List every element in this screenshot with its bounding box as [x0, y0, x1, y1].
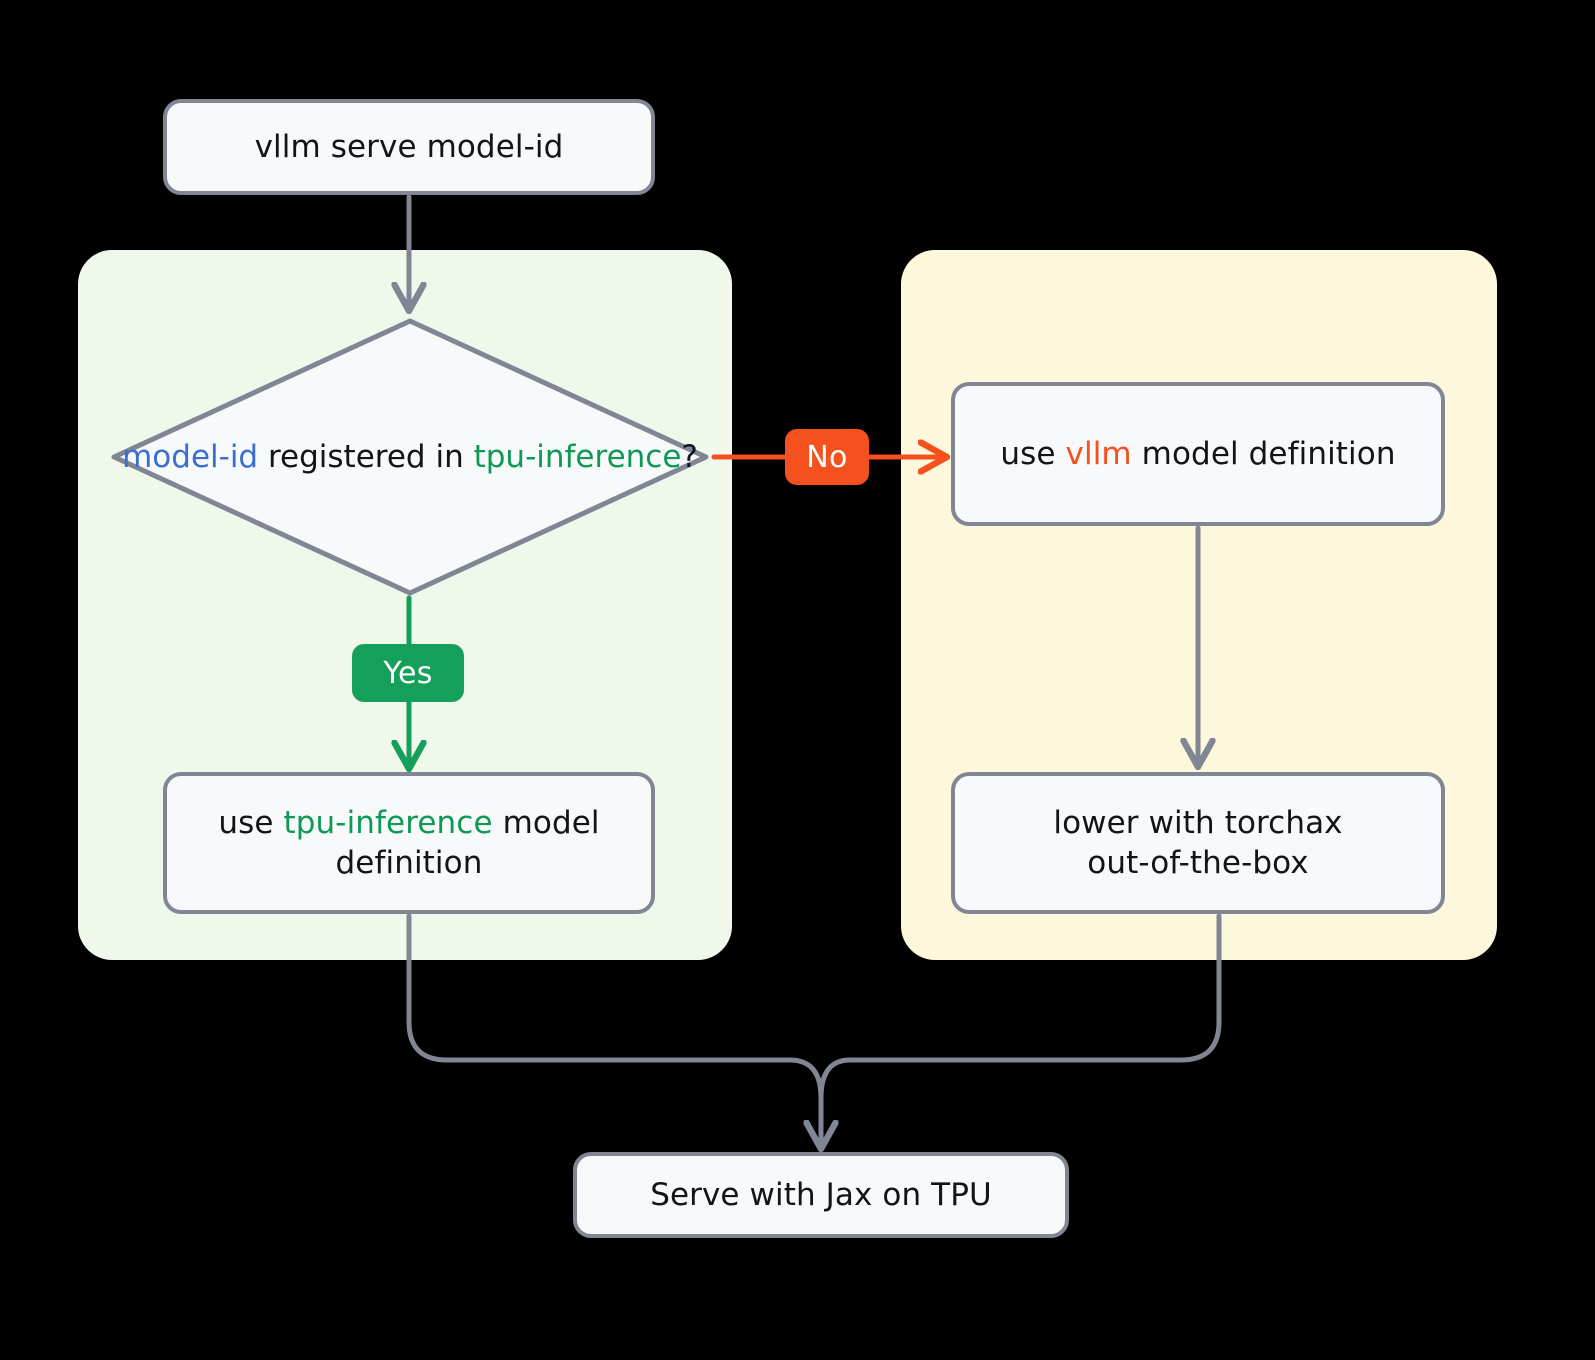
decision-diamond-shape — [111, 318, 709, 596]
edge-label-no-text: No — [806, 439, 848, 475]
node-serve-command-label: vllm serve model-id — [254, 128, 564, 165]
edge-merge-to-serve-jax-right-hook — [818, 1057, 853, 1101]
node-serve-with-jax-on-tpu[interactable]: Serve with Jax on TPU — [573, 1152, 1069, 1238]
node-use-vllm-model-definition[interactable]: use vllm model definition — [951, 382, 1445, 526]
node-serve-jax-label: Serve with Jax on TPU — [650, 1176, 992, 1213]
lower-line1: lower with torchax — [1053, 804, 1343, 841]
edge-label-yes-text: Yes — [383, 655, 433, 691]
token-tpu-inference-node: tpu-inference — [283, 804, 493, 841]
lower-line2: out-of-the-box — [1087, 845, 1309, 881]
use-tpu-suffix: model — [492, 804, 600, 841]
token-vllm: vllm — [1065, 435, 1132, 472]
node-serve-command[interactable]: vllm serve model-id — [163, 99, 655, 195]
node-decision-model-registered[interactable]: model-id registered in tpu-inference? — [108, 315, 712, 599]
use-vllm-prefix: use — [1000, 435, 1066, 472]
edge-label-no: No — [785, 429, 869, 485]
edge-label-yes: Yes — [352, 644, 464, 702]
node-lower-with-torchax[interactable]: lower with torchax out-of-the-box — [951, 772, 1445, 914]
use-tpu-prefix: use — [218, 804, 284, 841]
use-tpu-line2: definition — [335, 845, 483, 881]
use-vllm-suffix: model definition — [1131, 435, 1396, 472]
node-use-tpu-inference-model-definition[interactable]: use tpu-inference model definition — [163, 772, 655, 914]
edge-merge-to-serve-jax — [787, 1057, 821, 1146]
